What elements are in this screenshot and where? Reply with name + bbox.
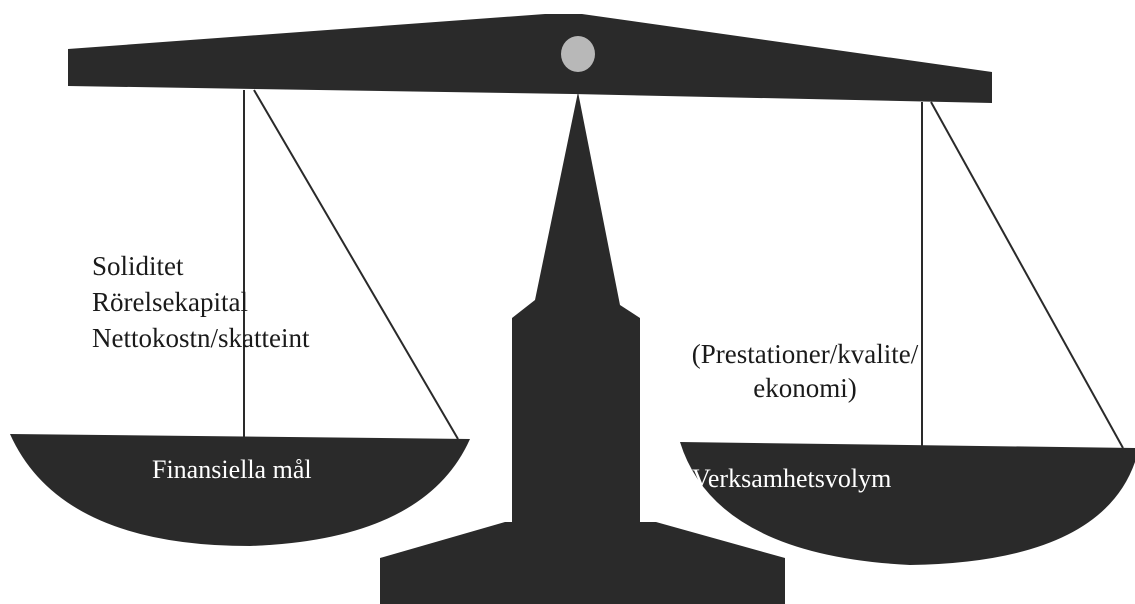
left-pan-label: Finansiella mål bbox=[152, 455, 312, 484]
right-pan bbox=[680, 442, 1135, 565]
right-note-line: ekonomi) bbox=[753, 373, 857, 403]
left-criteria-item: Rörelsekapital bbox=[92, 287, 248, 317]
right-note: (Prestationer/kvalite/ ekonomi) bbox=[660, 337, 950, 405]
left-criteria-item: Soliditet bbox=[92, 251, 184, 281]
right-pan-label: Verksamhetsvolym bbox=[692, 464, 892, 493]
scale-pivot bbox=[561, 36, 595, 72]
right-note-line: (Prestationer/kvalite/ bbox=[691, 339, 919, 369]
scale-beam bbox=[68, 14, 992, 103]
left-criteria-list: Soliditet Rörelsekapital Nettokostn/skat… bbox=[92, 248, 309, 356]
left-criteria-item: Nettokostn/skatteint bbox=[92, 323, 310, 353]
left-pan bbox=[10, 434, 470, 546]
scale-base bbox=[380, 522, 785, 604]
scale-pillar bbox=[512, 92, 640, 530]
right-pan-string-diagonal bbox=[930, 101, 1124, 449]
left-pan-string-diagonal bbox=[253, 89, 459, 440]
